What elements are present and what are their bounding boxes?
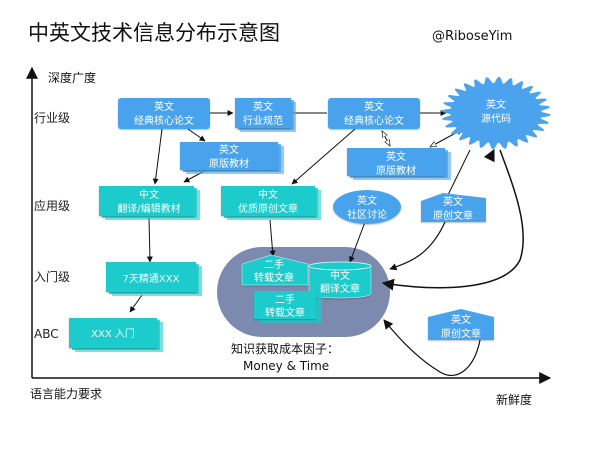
arrow-community-to-translated-article [349, 221, 366, 263]
node-label: 英文 [443, 195, 463, 208]
node-label: 优质原创文章 [238, 202, 298, 215]
author-handle: @RiboseYim [432, 29, 512, 44]
node-label: 中文 [330, 269, 350, 282]
node-label: 中文 [258, 188, 278, 201]
arrow-translated-textbook-to-7days [146, 217, 153, 263]
node-zh-translated-textbook[interactable]: 中文 翻译/编辑教材 [99, 186, 200, 220]
arrow-paper1-to-translated-textbook [152, 128, 163, 185]
node-en-community[interactable]: 英文 社区讨论 [333, 190, 401, 224]
node-label: 英文 [364, 100, 384, 113]
node-en-classic-paper-2[interactable]: 英文 经典核心论文 [328, 98, 420, 129]
node-label: 英文 [451, 313, 471, 326]
node-en-original-textbook-1[interactable]: 英文 原版教材 [180, 142, 284, 174]
node-label: 社区讨论 [347, 208, 387, 221]
node-label: 英文 [219, 143, 239, 156]
y-axis-label: 深度广度 [48, 70, 96, 85]
node-label: 原创文章 [441, 327, 481, 340]
node-label: 二手 [264, 258, 284, 271]
node-label: 7天精通XXX [123, 272, 180, 285]
level-label-application: 应用级 [34, 198, 70, 213]
node-label: 原版教材 [209, 157, 249, 170]
node-label: 经典核心论文 [344, 114, 404, 127]
node-label: 英文 [154, 100, 174, 113]
node-en-original-article-1[interactable]: 英文 原创文章 [421, 193, 486, 222]
page-title: 中英文技术信息分布示意图 [28, 21, 280, 45]
node-label: 英文 [486, 98, 506, 111]
language-requirement-label: 语言能力要求 [30, 387, 102, 401]
node-label: 转载文章 [265, 306, 305, 319]
node-zh-quality-article[interactable]: 中文 优质原创文章 [221, 186, 321, 220]
node-label: 原创文章 [433, 209, 473, 222]
node-label: 英文 [253, 100, 273, 113]
arrow-7days-to-abc [129, 294, 143, 313]
level-label-industry: 行业级 [34, 111, 70, 125]
node-en-classic-paper-1[interactable]: 英文 经典核心论文 [118, 98, 210, 129]
node-en-industry-spec[interactable]: 英文 行业规范 [235, 98, 296, 132]
arrow-original-article-1-to-cluster [389, 221, 446, 271]
cost-factor-title: 知识获取成本因子： [231, 342, 339, 356]
line-source-to-original-article-1 [447, 149, 471, 196]
cost-factor-detail: Money & Time [243, 359, 329, 373]
node-label: 翻译文章 [320, 282, 360, 295]
connectors [129, 110, 524, 377]
node-en-original-textbook-2[interactable]: 英文 原版教材 [347, 148, 451, 180]
x-axis-label: 新鲜度 [496, 392, 532, 407]
node-zh-translated-article[interactable]: 中文 翻译文章 [308, 261, 372, 299]
node-label: 中文 [139, 188, 159, 201]
node-abc-intro[interactable]: XXX 入门 [69, 318, 163, 352]
node-label: XXX 入门 [91, 327, 135, 340]
node-en-original-article-2[interactable]: 英文 原创文章 [428, 309, 494, 340]
node-label: 翻译/编辑教材 [117, 202, 180, 215]
node-label: 源代码 [481, 112, 511, 125]
arrow-paper1-to-textbook1 [187, 128, 206, 142]
node-zh-7days[interactable]: 7天精通XXX [106, 262, 202, 296]
arrow-paper2-to-quality-article [291, 128, 356, 185]
arrow-quality-to-secondhand [269, 219, 276, 257]
node-label: 二手 [275, 293, 295, 306]
arrow-to-translated-article [381, 149, 524, 291]
arrow-original-article-2-to-cluster [383, 319, 481, 377]
node-label: 英文 [357, 194, 377, 207]
node-en-source-code[interactable]: 英文 源代码 [441, 76, 551, 150]
burst-shape [441, 76, 551, 150]
node-label: 英文 [386, 150, 406, 163]
node-secondhand-2[interactable]: 二手 转载文章 [254, 291, 322, 323]
node-secondhand-1[interactable]: 二手 转载文章 [241, 254, 309, 286]
level-label-abc: ABC [34, 327, 59, 341]
node-label: 行业规范 [243, 114, 283, 127]
arrow-to-source-code [483, 148, 495, 163]
level-label-entry: 入门级 [34, 269, 70, 284]
node-label: 转载文章 [254, 271, 294, 284]
node-label: 原版教材 [376, 164, 416, 177]
arrow-paper2-textbook2 [381, 131, 391, 146]
node-label: 经典核心论文 [134, 114, 194, 127]
